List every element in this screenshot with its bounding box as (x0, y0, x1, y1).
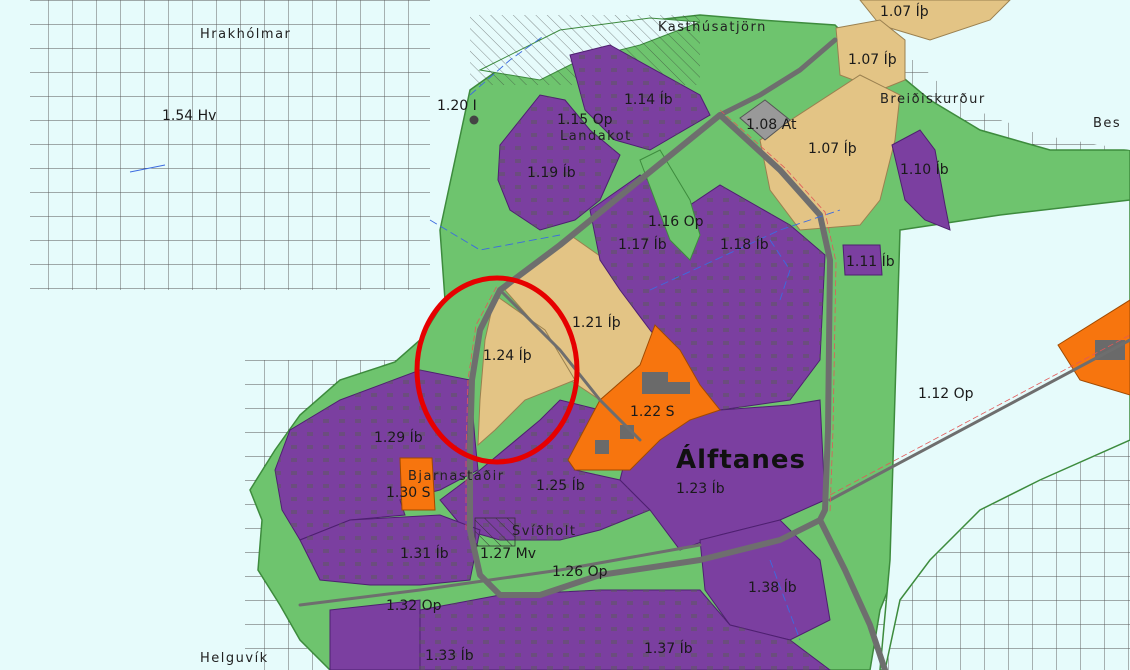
zone-label: 1.21 Íþ (572, 314, 621, 331)
zone-label: 1.29 Íb (374, 429, 423, 446)
zone-label: 1.33 Íb (425, 647, 474, 664)
road-1-26 (298, 543, 702, 607)
zone-1-07-strip (835, 19, 906, 91)
zone-label: 1.15 Op (557, 112, 613, 128)
zone-label: 1.08 At (746, 117, 797, 133)
town-alftanes: Álftanes (676, 443, 806, 475)
zone-label: 1.38 Íb (748, 579, 797, 596)
point-marker-1-20 (469, 115, 479, 125)
zone-label: 1.25 Íb (536, 477, 585, 494)
place-svidholt: Svíðholt (512, 524, 576, 539)
zone-1-08 (739, 99, 791, 141)
zone-1-27-hatch (474, 517, 516, 547)
zone-label: 1.37 Íb (644, 640, 693, 657)
zone-label: 1.17 Íb (618, 236, 667, 253)
zone-1-22 (567, 324, 721, 471)
zone-label: 1.26 Op (552, 564, 608, 580)
zone-1-32-33 (329, 599, 421, 670)
zone-east-service (1057, 299, 1130, 396)
zone-label: 1.16 Op (648, 214, 704, 230)
place-helguvik: Helguvík (200, 651, 269, 666)
road-north (717, 37, 838, 118)
zone-label: 1.07 Íþ (808, 140, 857, 157)
zone-label: 1.54 Hv (162, 108, 216, 124)
zone-label: 1.07 Íþ (848, 51, 897, 68)
highlight-circle (414, 275, 580, 465)
place-hrakholmar: Hrakhólmar (200, 27, 291, 42)
zone-1-30 (399, 457, 436, 511)
zone-label: 1.12 Op (918, 386, 974, 402)
zone-label: 1.18 Íb (720, 236, 769, 253)
place-breidiskurdur: Breiðiskurður (880, 92, 986, 107)
road-south (817, 517, 888, 670)
zone-label: 1.19 Íb (527, 164, 576, 181)
place-bjarnastadir: Bjarnastaðir (408, 469, 505, 484)
zone-1-10 (891, 129, 951, 231)
zone-label: 1.07 Íþ (880, 3, 929, 20)
zone-label: 1.20 I (437, 98, 477, 114)
place-landakot: Landakot (560, 129, 632, 144)
zone-label: 1.24 Íþ (483, 347, 532, 364)
zone-label: 1.22 S (630, 404, 675, 420)
place-kasthusatjorn: Kasthúsatjörn (658, 20, 767, 35)
zone-label: 1.10 Íb (900, 161, 949, 178)
water-northeast (890, 0, 1130, 150)
zone-label: 1.31 Íb (400, 545, 449, 562)
place-bes: Bes (1093, 116, 1121, 131)
zone-label: 1.23 Íb (676, 480, 725, 497)
road-inner (498, 288, 642, 442)
water-grid-hrakholmar (30, 0, 430, 290)
zone-label: 1.27 Mv (480, 546, 536, 562)
zone-label: 1.11 Íb (846, 253, 895, 270)
zone-1-11 (842, 244, 883, 276)
zone-label: 1.30 S (386, 485, 431, 501)
zone-label: 1.14 Íb (624, 91, 673, 108)
road-east (828, 338, 1130, 502)
zone-label: 1.32 Op (386, 598, 442, 614)
road-ring (467, 112, 833, 598)
